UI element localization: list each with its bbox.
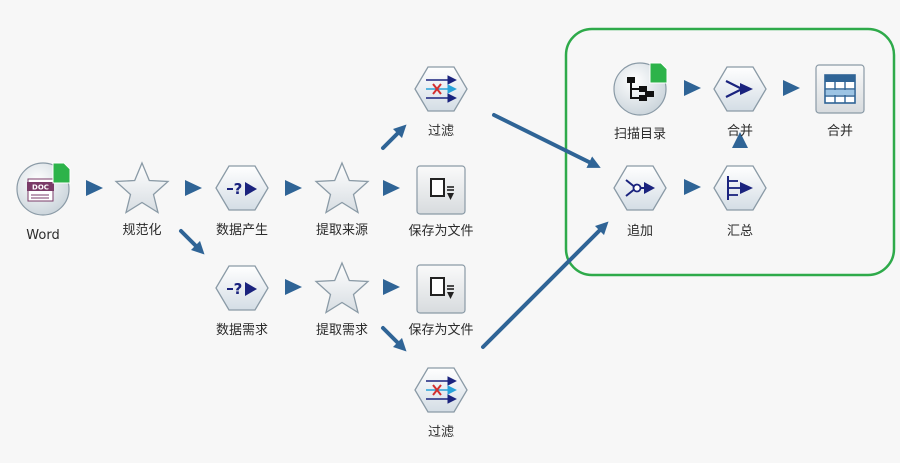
node-save-file-top[interactable]: 保存为文件 [408, 165, 474, 239]
flow-arrow-extract-filter-top [381, 124, 407, 150]
node-extract-source[interactable]: 提取来源 [314, 161, 370, 238]
star-icon [314, 261, 370, 314]
directory-tree-icon [627, 77, 654, 101]
node-data-gen[interactable]: ? 数据产生 [215, 165, 269, 238]
node-table-output[interactable]: 合并 [815, 64, 865, 139]
node-label: 合并 [727, 124, 753, 139]
source-badge-icon [52, 162, 71, 184]
node-filter-top[interactable]: 过滤 [414, 66, 468, 139]
flow-arrow-extractreq-filter-bottom [381, 326, 407, 352]
node-word[interactable]: DOC Word [16, 162, 71, 243]
node-label: 保存为文件 [408, 323, 473, 338]
node-label: 汇总 [727, 224, 753, 239]
save-file-icon [430, 277, 454, 299]
node-label: 数据需求 [216, 323, 268, 338]
filter-icon [426, 75, 457, 103]
node-append[interactable]: 追加 [613, 165, 667, 239]
node-label: 规范化 [122, 223, 161, 238]
svg-text:?: ? [234, 280, 243, 298]
source-badge-icon [649, 62, 668, 84]
node-aggregate[interactable]: 汇总 [713, 165, 767, 239]
node-scan-directory[interactable]: 扫描目录 [613, 62, 668, 142]
append-icon [625, 179, 655, 197]
node-normalize[interactable]: 规范化 [114, 161, 170, 238]
node-label: 提取需求 [316, 322, 368, 338]
svg-text:?: ? [234, 180, 243, 198]
flow-arrow-filter-bottom-append [481, 221, 609, 349]
flow-arrow-append-aggregate [684, 179, 701, 195]
aggregate-icon [727, 176, 753, 200]
node-label: 过滤 [428, 124, 454, 139]
flow-arrow-extract-save [383, 180, 400, 196]
flow-arrow-word-normalize [86, 180, 103, 196]
node-label: 合并 [827, 124, 853, 139]
node-merge[interactable]: 合并 [713, 66, 767, 139]
node-label: 保存为文件 [408, 224, 473, 239]
node-label: 扫描目录 [614, 127, 666, 142]
node-label: 追加 [627, 223, 653, 239]
node-extract-req[interactable]: 提取需求 [314, 261, 370, 338]
flow-arrow-datagen-extract [285, 180, 302, 196]
table-icon [824, 74, 856, 104]
star-icon [114, 161, 170, 214]
node-filter-bottom[interactable]: 过滤 [414, 367, 468, 440]
star-icon [314, 161, 370, 214]
node-label: 过滤 [428, 425, 454, 440]
data-question-arrow-icon: ? [227, 280, 257, 298]
flow-arrow-filter-top-append [492, 113, 601, 168]
save-file-icon [430, 178, 454, 200]
flow-arrow-datareq-extractreq [285, 279, 302, 295]
flow-arrow-normalize-datagen [185, 180, 202, 196]
flow-arrow-extractreq-save [383, 279, 400, 295]
flow-arrow-merge-table [783, 80, 800, 96]
node-label: Word [26, 228, 59, 243]
flow-connectors [86, 80, 800, 352]
flow-arrow-scan-merge [684, 80, 701, 96]
flow-arrow-aggregate-merge [732, 132, 748, 148]
svg-text:DOC: DOC [32, 184, 49, 192]
node-label: 提取来源 [316, 222, 368, 238]
data-question-arrow-icon: ? [227, 180, 257, 198]
node-label: 数据产生 [216, 223, 268, 238]
node-save-file-bottom[interactable]: 保存为文件 [408, 264, 474, 338]
node-data-req[interactable]: ? 数据需求 [215, 265, 269, 338]
merge-icon [725, 80, 753, 98]
filter-icon [426, 376, 457, 404]
flow-arrow-normalize-datareq [179, 229, 205, 255]
word-document-icon: DOC [27, 178, 54, 202]
